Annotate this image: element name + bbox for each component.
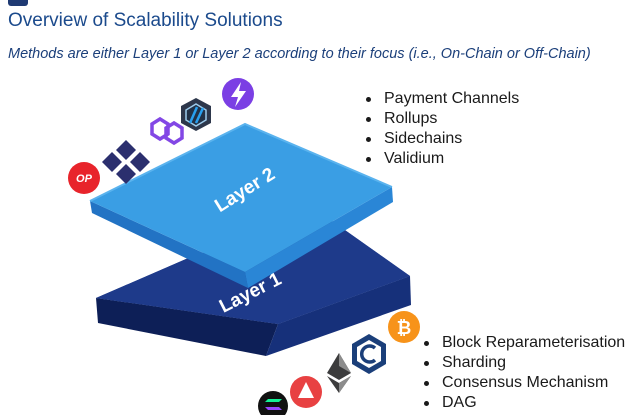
list-item: Rollups [362,109,519,129]
avalanche-icon [290,376,322,408]
lightning-icon [222,78,254,110]
page-title: Overview of Scalability Solutions [8,10,283,31]
svg-text:₿: ₿ [397,318,412,339]
list-item: DAG [420,393,625,413]
solana-icon [258,391,288,415]
header-logo-mark [8,0,28,6]
layer-2-methods-list: Payment Channels Rollups Sidechains Vali… [362,89,519,169]
list-item: Payment Channels [362,89,519,109]
optimism-icon: OP [68,162,100,194]
layer-1-methods-list: Block Reparameterisation Sharding Consen… [420,333,625,413]
list-item: Consensus Mechanism [420,373,625,393]
bitcoin-icon: ₿ [388,311,420,343]
list-item: Block Reparameterisation [420,333,625,353]
ethereum-icon [327,353,351,393]
list-item: Sidechains [362,129,519,149]
arbitrum-icon [181,98,211,131]
polygon-icon [150,116,184,146]
optimism-icon-text: OP [76,173,93,185]
loopring-icon [102,140,150,184]
page-subtitle: Methods are either Layer 1 or Layer 2 ac… [8,46,591,62]
list-item: Validium [362,149,519,169]
list-item: Sharding [420,353,625,373]
layer-2-slab: Layer 2 [89,122,393,288]
cardano-icon [352,334,386,374]
